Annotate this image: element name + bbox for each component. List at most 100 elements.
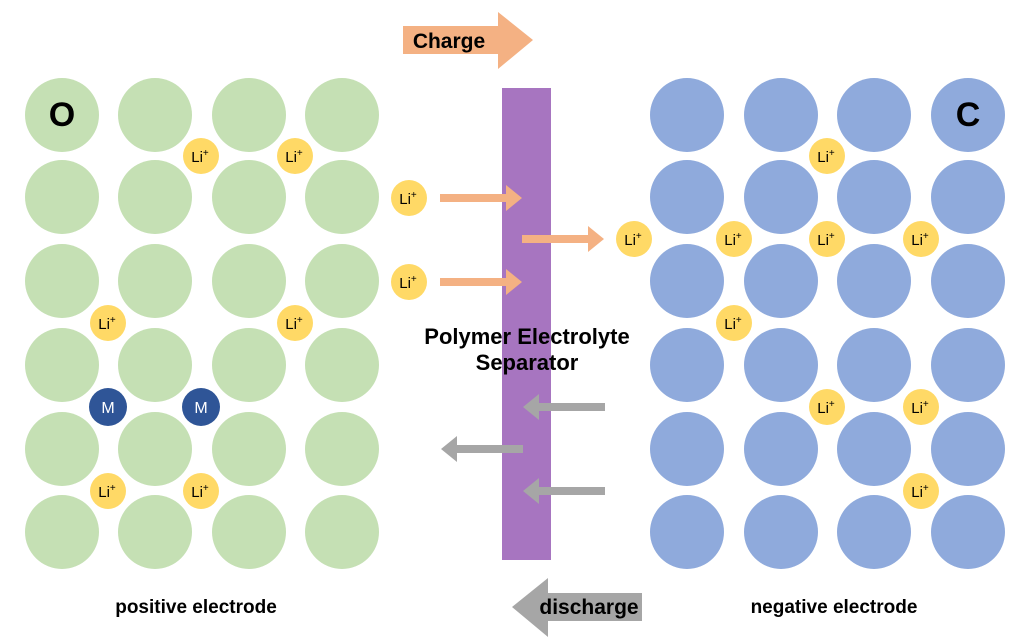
lithium-ion: Li+ [809,389,845,425]
positive-atom [305,328,379,402]
separator-label-line2: Separator [476,350,579,375]
negative-atom [931,78,1005,152]
positive-atom [118,328,192,402]
lithium-ion: Li+ [903,221,939,257]
lithium-ion: Li+ [183,138,219,174]
lithium-ion: Li+ [903,389,939,425]
discharge-direction-arrow [512,578,642,637]
charge-ion-arrow [440,269,522,295]
lithium-ion-circle [903,389,939,425]
ion-flow-arrows [440,185,605,504]
lithium-ion-circle [183,138,219,174]
positive-atom [118,495,192,569]
negative-atom [837,160,911,234]
metal-ion-label: M [101,400,114,417]
negative-electrode-label: negative electrode [751,597,918,618]
metal-ion: M [182,388,220,426]
positive-atom [118,78,192,152]
lithium-ion: Li+ [716,221,752,257]
positive-atom [118,412,192,486]
negative-atom [650,412,724,486]
negative-atom [837,78,911,152]
ions: Li+ Li+ Li+ Li+ Li+ Li+ Li+ Li+ Li+ Li+ Li+ Li+ Li+ L… [89,138,939,509]
lithium-ion-circle [809,389,845,425]
negative-atom [744,328,818,402]
discharge-ion-arrow [523,394,605,420]
charge-label: Charge [413,30,485,53]
lithium-ion-circle [391,264,427,300]
separator-bar [502,88,551,560]
positive-atom-symbol: O [49,96,75,134]
lithium-ion-circle [616,221,652,257]
positive-atom [212,160,286,234]
discharge-ion-arrow [441,436,523,462]
positive-atom [212,78,286,152]
negative-atom [837,328,911,402]
lithium-ion-circle [716,221,752,257]
positive-atom [305,244,379,318]
positive-atom [25,160,99,234]
negative-atom [931,160,1005,234]
metal-ion-circle [182,388,220,426]
lithium-ion: Li+ [809,138,845,174]
lithium-ion-circle [183,473,219,509]
lithium-ion: Li+ [90,305,126,341]
lithium-ion-circle [277,138,313,174]
lithium-ion-circle [903,221,939,257]
metal-ion-circle [89,388,127,426]
negative-atom [837,495,911,569]
charge-ion-arrow [522,226,604,252]
negative-atom [837,412,911,486]
lithium-ion: Li+ [391,180,427,216]
negative-atom-symbol: C [956,96,981,134]
lithium-ion: Li+ [277,305,313,341]
negative-atom [931,495,1005,569]
negative-atom [650,244,724,318]
positive-atom [25,244,99,318]
positive-atom [305,412,379,486]
negative-atom [744,160,818,234]
negative-atom [650,78,724,152]
positive-atom [118,160,192,234]
lithium-ion: Li+ [903,473,939,509]
metal-ion-label: M [194,400,207,417]
negative-atom [744,244,818,318]
charge-direction-arrow [403,12,533,69]
lithium-ion-circle [277,305,313,341]
negative-atom [744,495,818,569]
lithium-ion: Li+ [616,221,652,257]
negative-atom [744,412,818,486]
positive-atom [212,328,286,402]
lithium-ion-circle [90,305,126,341]
lithium-ion-circle [391,180,427,216]
lithium-ion: Li+ [90,473,126,509]
lithium-ion-circle [809,138,845,174]
positive-atom [25,412,99,486]
positive-atom [212,412,286,486]
negative-atom [744,78,818,152]
lithium-ion-circle [90,473,126,509]
positive-atom [305,495,379,569]
discharge-ion-arrow [523,478,605,504]
positive-atom [25,495,99,569]
negative-atom [931,244,1005,318]
negative-atom [931,328,1005,402]
positive-atom [212,244,286,318]
negative-atom [837,244,911,318]
discharge-label: discharge [539,596,638,619]
lithium-ion-circle [809,221,845,257]
positive-atom [118,244,192,318]
metal-ion: M [89,388,127,426]
positive-atom [305,78,379,152]
lithium-ion: Li+ [809,221,845,257]
negative-electrode-atoms [650,78,1005,569]
lithium-ion: Li+ [716,305,752,341]
negative-atom [650,160,724,234]
negative-atom [650,328,724,402]
lithium-ion-circle [716,305,752,341]
positive-atom [25,78,99,152]
positive-atom [305,160,379,234]
charge-ion-arrow [440,185,522,211]
lithium-ion-circle [903,473,939,509]
